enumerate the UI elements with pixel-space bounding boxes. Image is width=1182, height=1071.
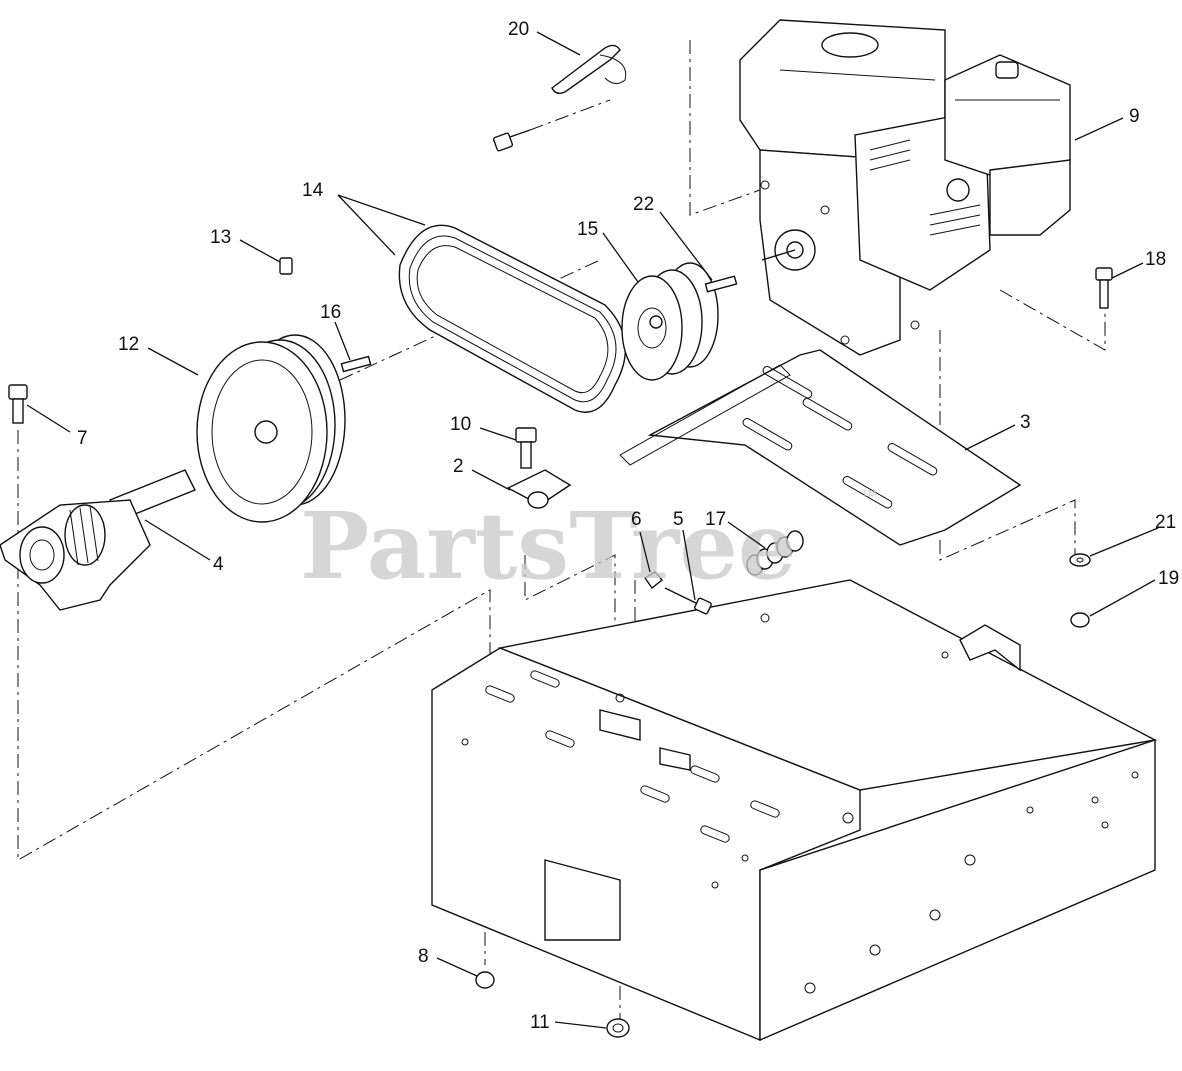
callout-19: 19 xyxy=(1158,568,1179,589)
callout-11: 11 xyxy=(530,1012,550,1033)
engine-bolt xyxy=(492,129,531,152)
pulley-key xyxy=(340,355,372,373)
adjust-nut xyxy=(643,571,664,590)
callout-2: 2 xyxy=(453,456,464,477)
tension-spring xyxy=(746,530,804,576)
bracket-bolt xyxy=(515,427,537,469)
callout-13: 13 xyxy=(210,227,231,248)
base-frame xyxy=(431,579,1158,1042)
callouts: 20 9 14 22 15 13 18 16 12 7 10 3 2 6 5 1… xyxy=(77,19,1179,1033)
callout-14: 14 xyxy=(302,180,324,201)
leader-lines xyxy=(26,31,1159,1029)
set-screw xyxy=(279,257,293,275)
watermark-trademark: TM xyxy=(862,489,876,500)
engine-key xyxy=(704,275,738,293)
engine-mount-bolt xyxy=(1095,267,1113,309)
callout-9: 9 xyxy=(1129,106,1140,127)
callout-16: 16 xyxy=(320,302,341,323)
shaft-bearing-assembly xyxy=(0,469,196,611)
engine xyxy=(739,19,1071,356)
callout-10: 10 xyxy=(450,414,471,435)
driven-pulley xyxy=(196,334,346,523)
callout-5: 5 xyxy=(673,509,684,530)
callout-22: 22 xyxy=(633,194,654,215)
lynch-pin xyxy=(551,44,627,95)
drive-belt xyxy=(398,224,627,413)
watermark-brand: PartsTree xyxy=(300,492,796,600)
flange-nut-19 xyxy=(1070,612,1090,628)
bearing-bolt xyxy=(8,384,28,424)
callout-3: 3 xyxy=(1020,412,1031,433)
callout-20: 20 xyxy=(508,19,529,40)
callout-8: 8 xyxy=(418,946,429,967)
flange-nut-8 xyxy=(475,971,495,989)
callout-12: 12 xyxy=(118,334,139,355)
engine-mount-plate xyxy=(619,349,1022,546)
callout-18: 18 xyxy=(1145,249,1166,270)
engine-pulley xyxy=(621,262,719,381)
washer xyxy=(1069,553,1091,567)
callout-17: 17 xyxy=(705,509,726,530)
callout-15: 15 xyxy=(577,219,598,240)
flange-nut-11 xyxy=(606,1018,630,1038)
callout-4: 4 xyxy=(213,554,224,575)
adjust-bolt xyxy=(664,587,712,615)
callout-6: 6 xyxy=(631,509,642,530)
tension-bracket xyxy=(506,469,572,509)
callout-7: 7 xyxy=(77,428,88,449)
callout-21: 21 xyxy=(1155,512,1176,533)
